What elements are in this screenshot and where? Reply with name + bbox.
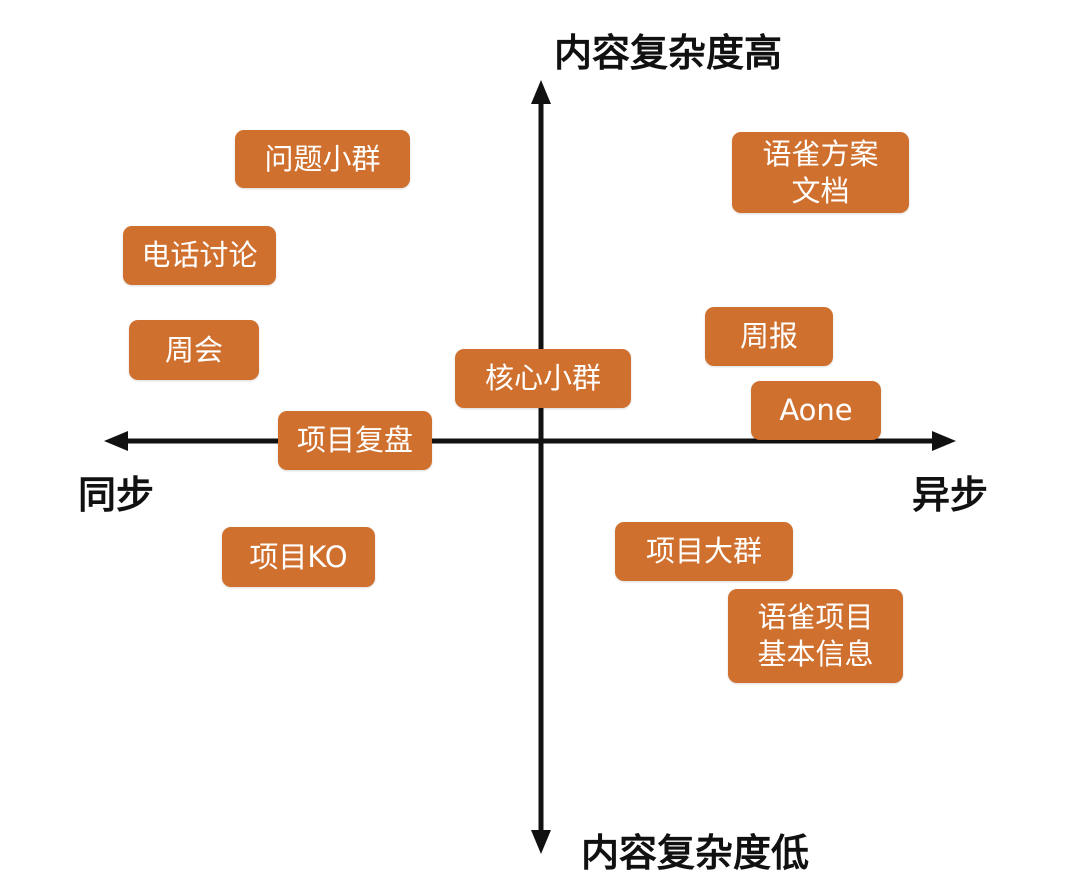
left-arrow-head [104,431,128,451]
tag-text-line-2: 基本信息 [757,637,874,671]
tag-text-line-1: 语雀方案 [762,136,879,171]
tag-zhouhui: 周会 [129,320,259,380]
tag-xiangmu-daqun: 项目大群 [615,522,793,581]
up-arrow-head [531,80,551,104]
tag-text: 项目大群 [645,534,762,568]
tag-xiangmu-fupan: 项目复盘 [278,411,432,470]
tag-hexin-xiaoqun: 核心小群 [455,349,631,408]
tag-text: 周报 [739,319,798,353]
tag-text: 核心小群 [484,361,601,395]
down-arrow-head [531,830,551,854]
tag-text: Aone [779,393,853,427]
tag-dianhua-taolun: 电话讨论 [123,226,276,285]
tag-text-line-2: 文档 [791,173,850,208]
axis-label-complexity-high: 内容复杂度高 [554,31,783,75]
tag-text: 项目KO [249,539,348,574]
axis-label-asynchronous: 异步 [912,473,989,517]
tag-yuque-fangan-wendang: 语雀方案 文档 [732,132,909,213]
tag-zhoubao: 周报 [705,307,833,366]
tag-wenti-xiaoqun: 问题小群 [235,130,410,188]
tag-text: 问题小群 [264,141,381,176]
axis-label-synchronous: 同步 [78,473,155,517]
tag-text-line-1: 语雀项目 [757,600,874,634]
axis-label-complexity-low: 内容复杂度低 [581,831,810,875]
tag-aone: Aone [751,381,881,440]
tag-yuque-xiangmu-jiben-xinxi: 语雀项目 基本信息 [728,589,903,683]
right-arrow-head [932,431,956,451]
tag-text: 周会 [164,332,223,367]
tag-text: 电话讨论 [141,238,258,272]
tag-xiangmu-ko: 项目KO [222,527,375,587]
tag-text: 项目复盘 [296,423,413,457]
